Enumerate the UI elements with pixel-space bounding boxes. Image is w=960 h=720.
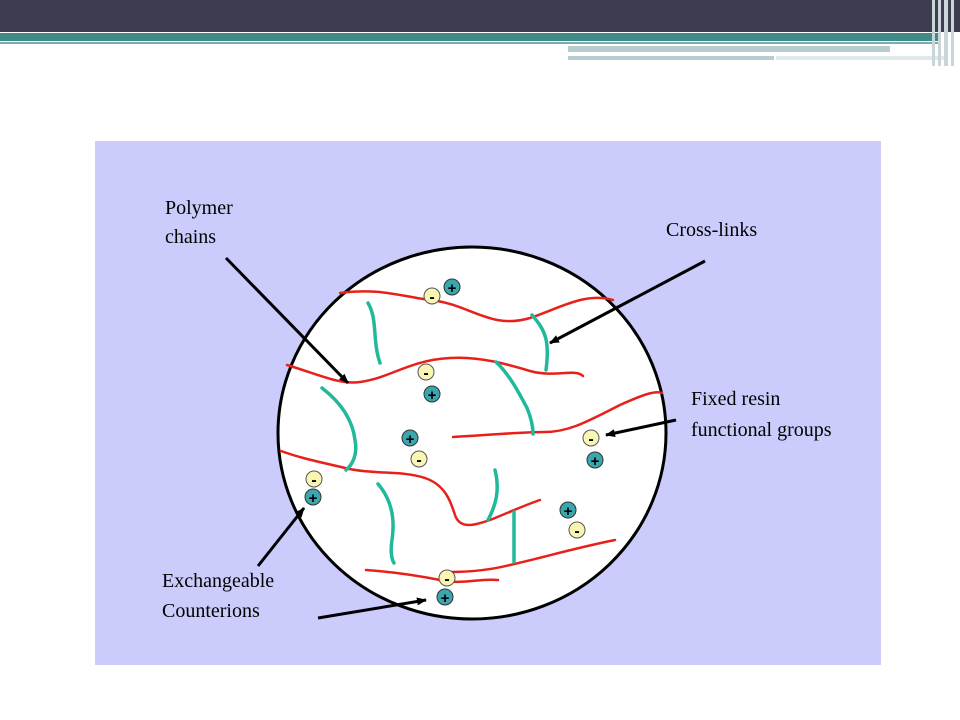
svg-text:-: -	[574, 523, 579, 540]
negative-charge-icon: -	[305, 470, 323, 489]
svg-text:-: -	[423, 365, 428, 382]
arrow-counterions-upper	[256, 507, 306, 567]
cross-link	[530, 313, 550, 372]
arrow-polymer-chains	[224, 256, 350, 385]
label-fixed-groups-line1: Fixed resin	[691, 388, 780, 410]
svg-text:-: -	[588, 431, 593, 448]
pointer-arrows	[224, 256, 706, 620]
label-polymer-chains-line2: chains	[165, 226, 216, 248]
arrow-cross-links	[549, 259, 706, 345]
positive-charge-icon: +	[304, 488, 322, 507]
cross-link	[486, 468, 499, 522]
svg-text:-: -	[311, 472, 316, 489]
negative-charge-icon: -	[417, 363, 435, 382]
slide-decor-rule	[776, 56, 944, 60]
svg-text:+: +	[448, 280, 457, 297]
fixed-negative-groups: - - - - - - -	[305, 287, 600, 588]
label-polymer-chains-line1: Polymer	[165, 197, 233, 219]
positive-charge-icon: +	[436, 588, 454, 607]
svg-text:-: -	[429, 289, 434, 306]
cross-link	[494, 360, 535, 436]
negative-charge-icon: -	[410, 450, 428, 469]
svg-text:+: +	[564, 503, 573, 520]
polymer-chain	[451, 391, 664, 439]
slide-accent-thin-line	[0, 42, 940, 44]
cross-link	[366, 301, 382, 365]
svg-text:+: +	[406, 431, 415, 448]
slide-accent-line	[0, 33, 940, 41]
negative-charge-icon: -	[438, 569, 456, 588]
positive-charge-icon: +	[586, 451, 604, 470]
cross-link	[320, 386, 358, 472]
positive-charge-icon: +	[559, 501, 577, 520]
label-counterions-line2: Counterions	[162, 600, 260, 622]
slide-decor-bars	[932, 0, 954, 66]
resin-bead-circle	[276, 245, 668, 621]
counterions: + + + + + + +	[304, 278, 604, 607]
arrow-counterions-lower	[317, 597, 427, 620]
svg-text:-: -	[444, 571, 449, 588]
svg-text:+: +	[309, 490, 318, 507]
polymer-chain	[279, 449, 542, 527]
label-cross-links: Cross-links	[666, 219, 757, 241]
polymer-chain	[448, 538, 617, 574]
svg-text:+: +	[591, 453, 600, 470]
svg-text:+: +	[428, 387, 437, 404]
cross-links	[320, 301, 550, 565]
label-fixed-groups-line2: functional groups	[691, 419, 832, 441]
negative-charge-icon: -	[582, 429, 600, 448]
label-counterions-line1: Exchangeable	[162, 570, 274, 592]
negative-charge-icon: -	[568, 521, 586, 540]
slide-title-bar	[0, 0, 960, 32]
slide-decor-rule	[568, 46, 890, 52]
svg-text:+: +	[441, 590, 450, 607]
polymer-chain	[338, 290, 615, 323]
positive-charge-icon: +	[423, 385, 441, 404]
positive-charge-icon: +	[443, 278, 461, 297]
positive-charge-icon: +	[401, 429, 419, 448]
cross-link	[376, 482, 396, 565]
svg-text:-: -	[416, 452, 421, 469]
slide-decor-rule	[568, 56, 774, 60]
arrow-fixed-groups	[605, 418, 677, 438]
negative-charge-icon: -	[423, 287, 441, 306]
